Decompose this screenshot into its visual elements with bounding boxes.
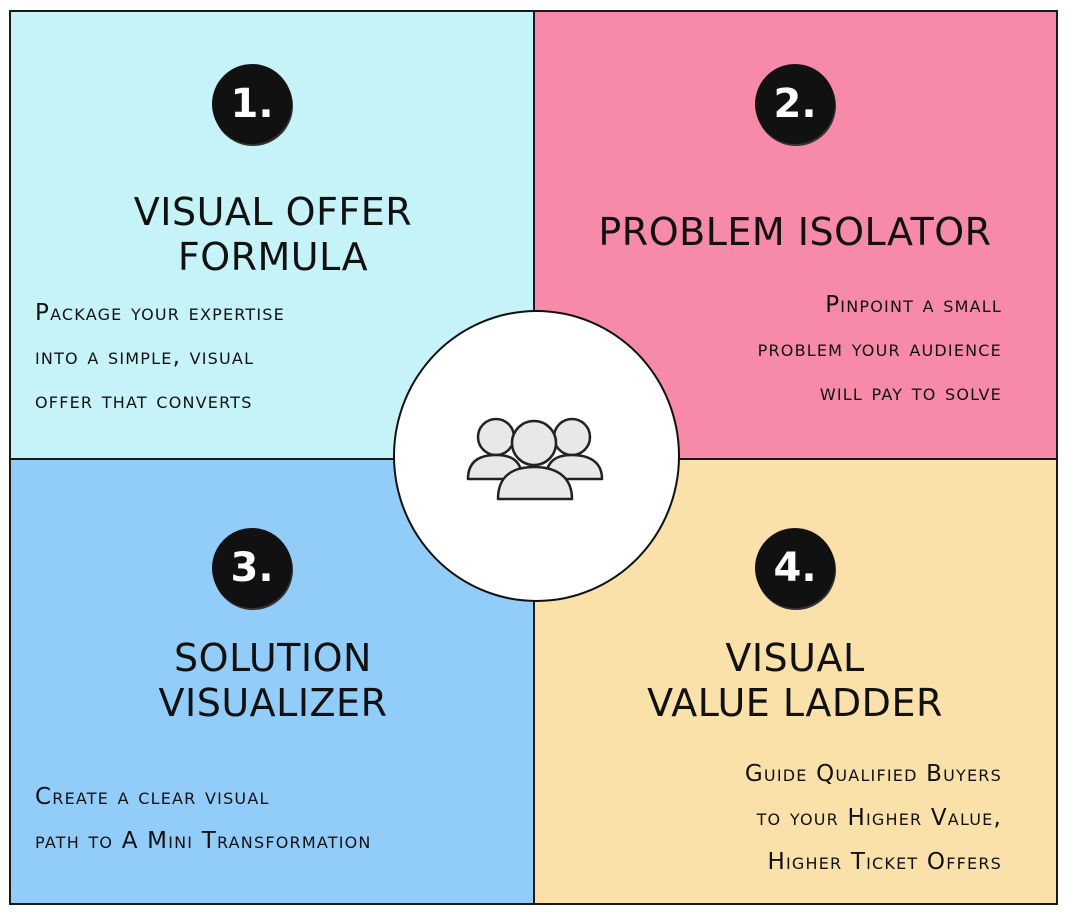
quadrant-4-title-line-2: VALUE LADDER: [647, 681, 943, 725]
quadrant-1-description-line-3: offer that converts: [35, 388, 253, 414]
quadrant-2-description-line-3: will pay to solve: [819, 380, 1002, 406]
quadrant-3-title-line-1: SOLUTION: [174, 636, 372, 680]
quadrant-2-description-line-1: Pinpoint a small: [825, 292, 1002, 318]
quadrant-3-description-line-1: Create a clear visual: [35, 784, 270, 810]
quadrant-1-title: VISUAL OFFER FORMULA: [128, 190, 418, 280]
quadrant-4-title-line-1: VISUAL: [725, 636, 865, 680]
step-number-badge-4: 4.: [755, 528, 835, 608]
quadrant-2-description: Pinpoint a small problem your audience w…: [758, 283, 1002, 415]
quadrant-1-description: Package your expertise into a simple, vi…: [35, 291, 285, 423]
quadrant-4-description-line-1: Guide Qualified Buyers: [744, 761, 1002, 787]
step-number-badge-1: 1.: [212, 64, 292, 144]
step-number-badge-3: 3.: [212, 528, 292, 608]
quadrant-4-description-line-2: to your Higher Value,: [756, 805, 1002, 831]
quadrant-1-title-line-1: VISUAL OFFER: [133, 190, 413, 234]
quadrant-2-description-line-2: problem your audience: [757, 336, 1002, 362]
quadrant-4-title: VISUAL VALUE LADDER: [620, 636, 970, 726]
quadrant-4-description: Guide Qualified Buyers to your Higher Va…: [745, 752, 1002, 884]
quadrant-3-title-line-2: VISUALIZER: [158, 681, 388, 725]
quadrant-1-description-line-1: Package your expertise: [35, 300, 285, 326]
step-number-badge-2: 2.: [755, 64, 835, 144]
quadrant-3-description-line-2: path to A Mini Transformation: [35, 828, 372, 854]
quadrant-1-description-line-2: into a simple, visual: [35, 344, 255, 370]
quadrant-3-description: Create a clear visual path to A Mini Tra…: [35, 775, 372, 863]
quadrant-3-title: SOLUTION VISUALIZER: [128, 636, 418, 726]
quadrant-2-title: PROBLEM ISOLATOR: [575, 210, 1015, 255]
quadrant-1-title-line-2: FORMULA: [177, 235, 369, 279]
people-group-icon: [466, 417, 604, 501]
quadrant-4-description-line-3: Higher Ticket Offers: [767, 849, 1002, 875]
quadrant-2-title-line-1: PROBLEM ISOLATOR: [598, 210, 992, 254]
